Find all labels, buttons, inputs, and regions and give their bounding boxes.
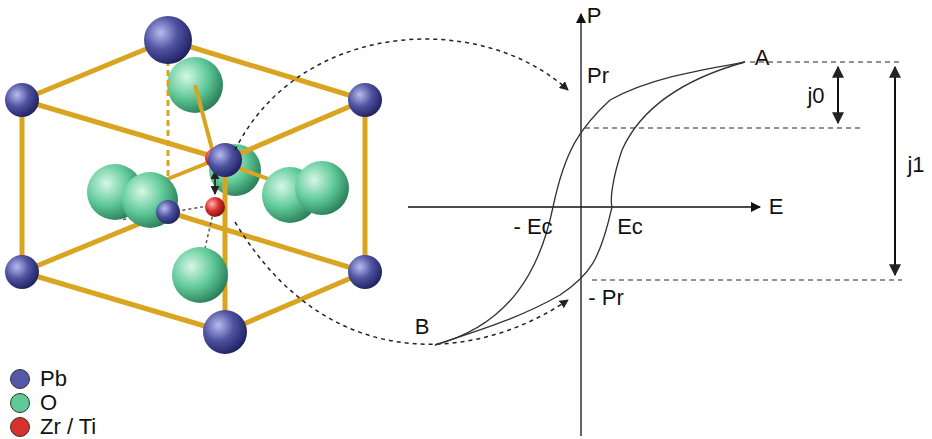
- point-label: A: [755, 47, 770, 69]
- legend-swatch: [10, 369, 30, 389]
- value-label: Pr: [587, 65, 609, 87]
- axis-label: P: [587, 5, 602, 27]
- guide-lines: [585, 62, 902, 280]
- legend-text: Pb: [40, 368, 67, 390]
- dimension-label: j1: [907, 154, 924, 176]
- legend-swatch: [10, 393, 30, 413]
- legend-row: Zr / Ti: [10, 416, 96, 438]
- hysteresis-loop: [435, 62, 745, 345]
- value-label: - Pr: [588, 287, 623, 309]
- axes: [408, 14, 760, 436]
- legend-row: Pb: [10, 368, 67, 390]
- unit-cell: [5, 16, 382, 354]
- legend-row: O: [10, 392, 57, 414]
- value-label: Ec: [617, 216, 643, 238]
- legend-text: O: [40, 392, 57, 414]
- pointer-arrows: [235, 39, 568, 344]
- dimension-arrows: [838, 67, 895, 275]
- value-label: - Ec: [513, 216, 552, 238]
- axis-label: E: [769, 196, 784, 218]
- legend-text: Zr / Ti: [40, 416, 96, 438]
- point-label: B: [415, 316, 430, 338]
- dimension-label: j0: [807, 85, 824, 107]
- legend-swatch: [10, 417, 30, 437]
